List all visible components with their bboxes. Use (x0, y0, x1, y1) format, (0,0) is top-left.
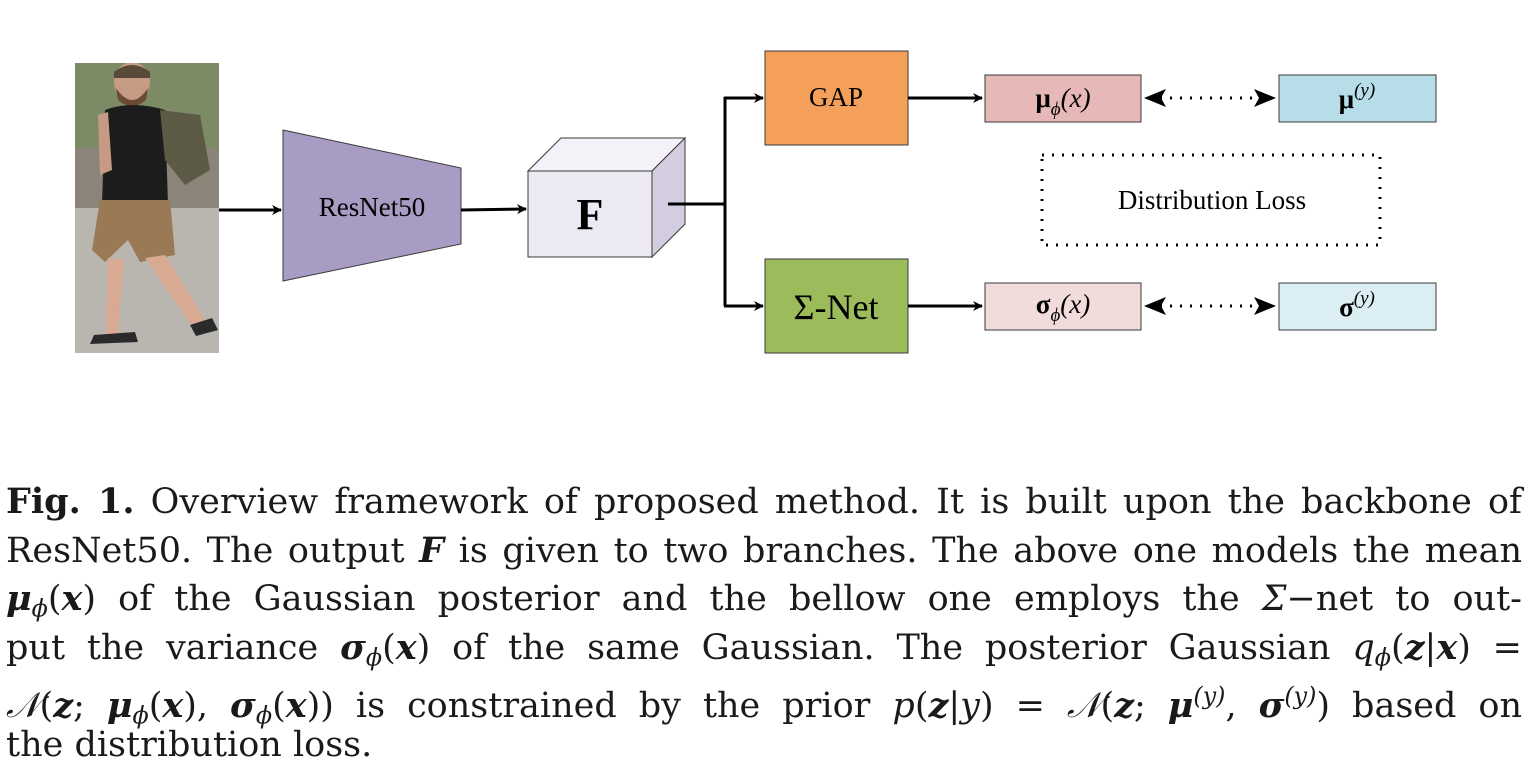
dotted-link-sigma (1144, 297, 1276, 315)
caption-line-3: μϕ(x) of the Gaussian posterior and the … (6, 575, 1522, 624)
caption-line-5: 𝒩(z; μϕ(x), σϕ(x)) is constrained by the… (6, 672, 1522, 721)
backbone-label: ResNet50 (319, 192, 425, 222)
caption-line-2: ResNet50. The output F is given to two b… (6, 527, 1522, 576)
caption-line-6: the distribution loss. (6, 721, 1522, 769)
input-person-image (75, 62, 219, 353)
caption-line-1: Fig. 1. Overview framework of proposed m… (6, 478, 1522, 527)
figure-label: Fig. 1. (6, 481, 135, 522)
distribution-loss-label: Distribution Loss (1118, 185, 1306, 215)
sigma-net-label: Σ-Net (794, 287, 879, 327)
figure-caption: Fig. 1. Overview framework of proposed m… (6, 478, 1522, 769)
caption-line-4: put the variance σϕ(x) of the same Gauss… (6, 624, 1522, 673)
feature-label: F (577, 190, 604, 239)
gap-label: GAP (809, 82, 863, 112)
framework-diagram: ResNet50 F GAP Σ-Net μϕ(x) σϕ(x) μ( (0, 0, 1529, 470)
arrow-backbone-to-feature (461, 209, 526, 210)
feature-cube (528, 138, 685, 257)
dotted-link-mu (1144, 89, 1276, 107)
